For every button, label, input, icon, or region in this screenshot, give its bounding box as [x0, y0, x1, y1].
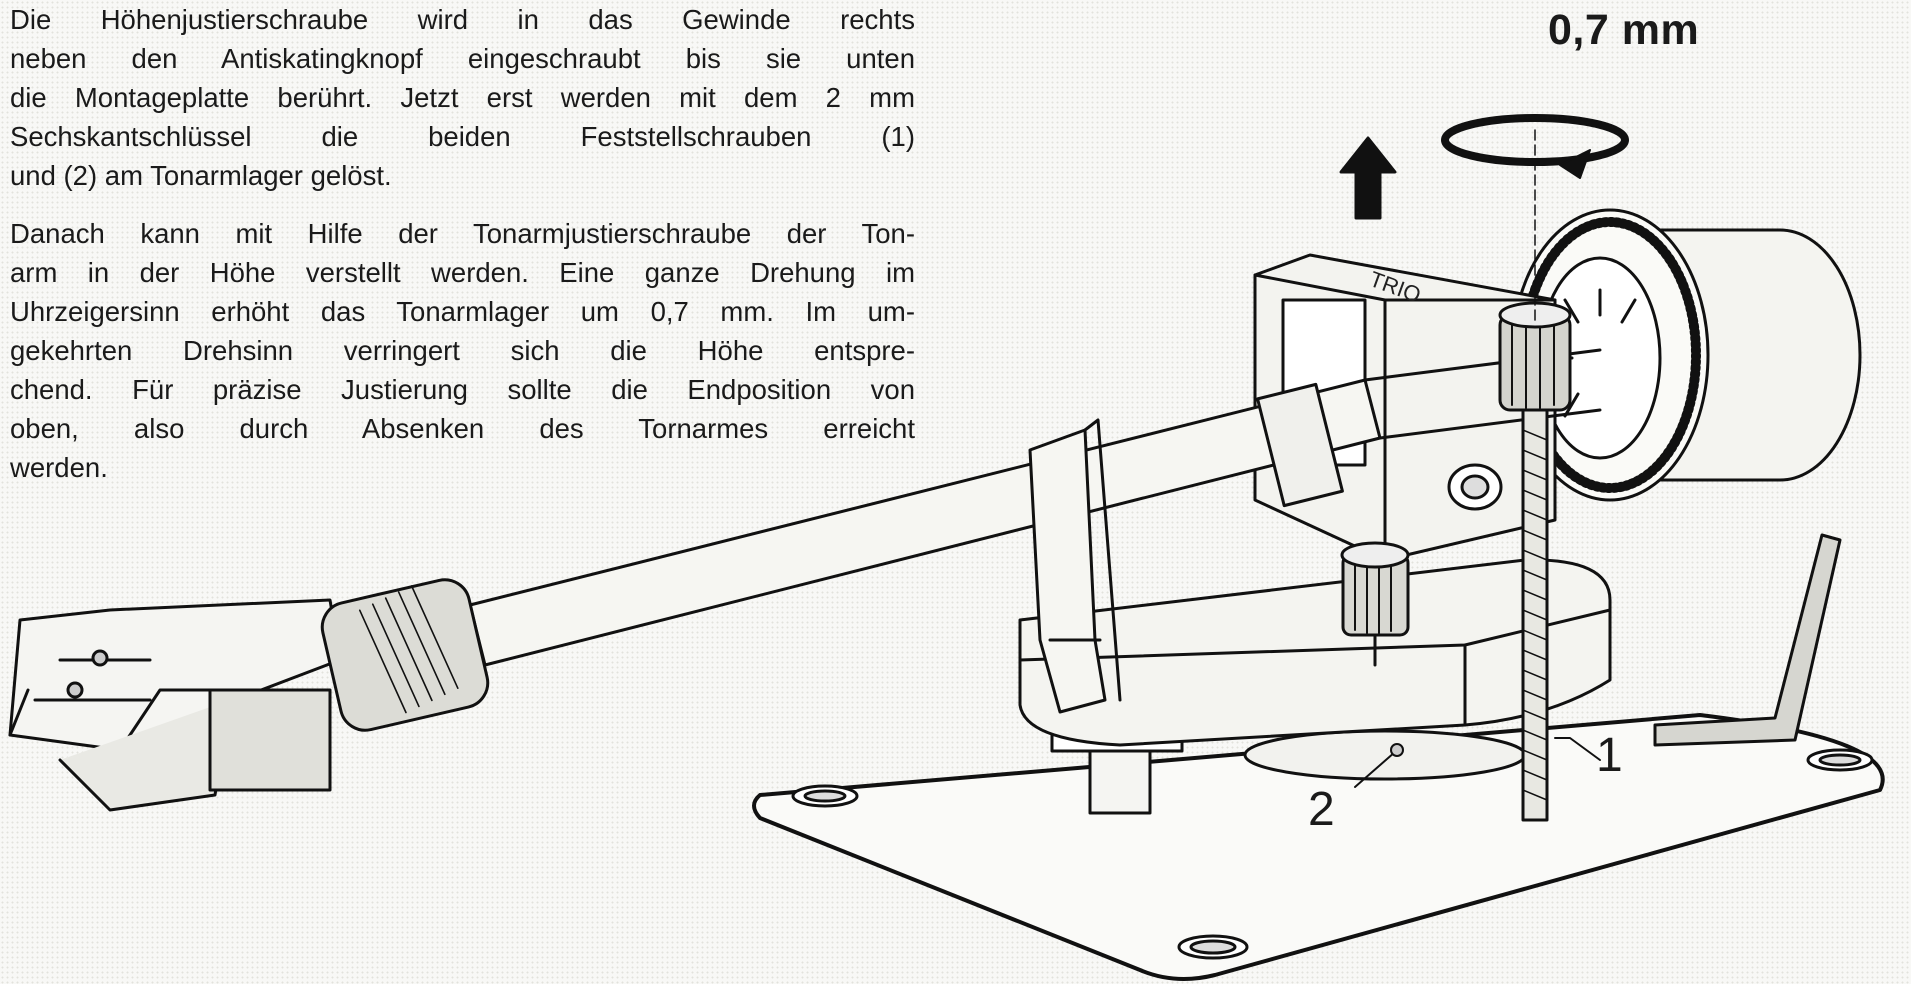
counterweight [1510, 208, 1862, 502]
text-line: oben, also durch Absenken des Tornarmes … [10, 413, 915, 444]
up-arrow-icon [1339, 136, 1397, 220]
text-line: arm in der Höhe verstellt werden. Eine g… [10, 257, 915, 288]
rotation-arrow-icon [1441, 114, 1629, 179]
bearing-ring [1243, 729, 1527, 781]
paragraph-adjustment: Danach kann mit Hilfe der Tonarmjustiers… [10, 214, 915, 487]
hex-key [1653, 533, 1842, 747]
arm-rest [1028, 418, 1122, 714]
paragraph-mounting: Die Höhenjustierschraube wird in das Gew… [10, 0, 915, 195]
text-line: Sechskantschlüssel die beiden Feststells… [10, 121, 915, 152]
callout-screw-2: 2 [1308, 783, 1335, 836]
measurement-label: 0,7 mm [1548, 6, 1700, 54]
text-line: und (2) am Tonarmlager gelöst. [10, 160, 392, 191]
text-line: Danach kann mit Hilfe der Tonarmjustiers… [10, 218, 915, 249]
text-line: Die Höhenjustierschraube wird in das Gew… [10, 4, 915, 35]
text-line: Uhrzeigersinn erhöht das Tonarmlager um … [10, 296, 915, 327]
text-line: chend. Für präzise Justierung sollte die… [10, 374, 915, 405]
text-line: werden. [10, 452, 108, 483]
mounting-plate [752, 713, 1885, 981]
antiskating-knob [1340, 541, 1410, 667]
text-line: gekehrten Drehsinn verringert sich die H… [10, 335, 915, 366]
height-adjust-screw [1498, 129, 1572, 822]
text-line: neben den Antiskatingknopf eingeschraubt… [10, 43, 915, 74]
text-line: die Montageplatte berührt. Jetzt erst we… [10, 82, 915, 113]
headshell [8, 598, 342, 812]
leader-line-1 [1554, 737, 1601, 761]
leader-line-2 [1354, 751, 1396, 788]
callout-screw-1: 1 [1596, 729, 1623, 782]
tonearm-collar [320, 578, 490, 732]
